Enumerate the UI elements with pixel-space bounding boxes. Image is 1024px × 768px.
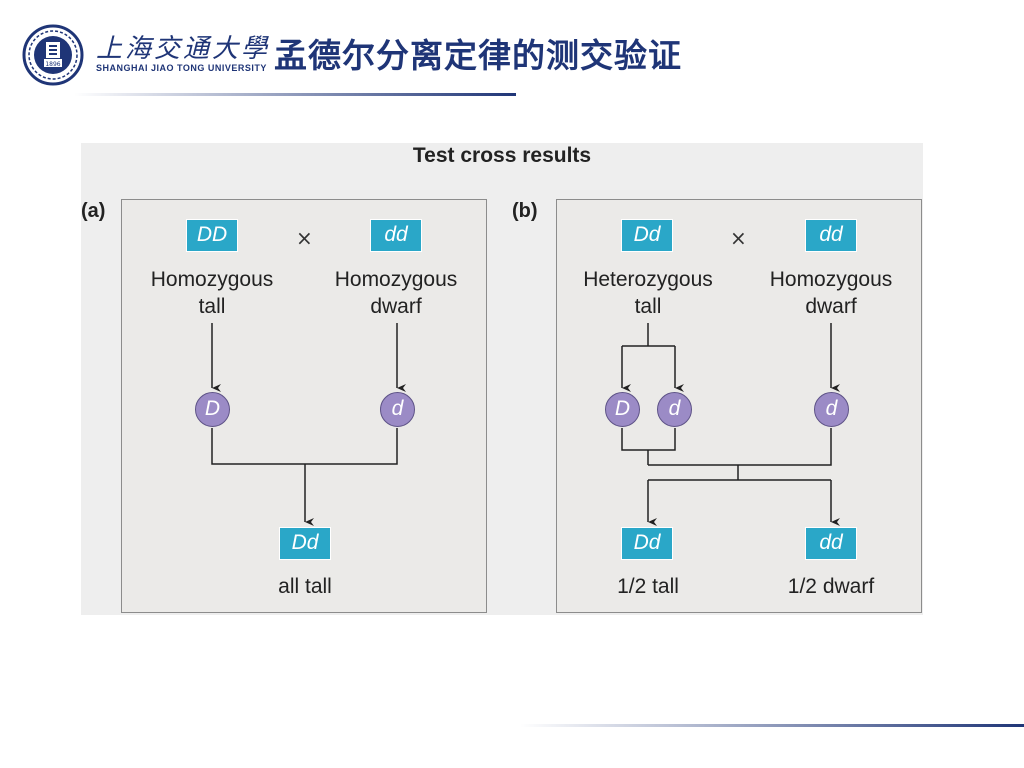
figure-title: Test cross results bbox=[412, 144, 592, 167]
line-a-gamete-join bbox=[211, 428, 398, 465]
gamete-a-D: D bbox=[195, 392, 230, 427]
label-a-parent2-line2: dwarf bbox=[370, 295, 422, 318]
cross-symbol-b: × bbox=[730, 226, 747, 250]
line-b-join bbox=[648, 428, 832, 466]
label-a-parent1-line2: tall bbox=[198, 295, 226, 318]
logo-english-name: SHANGHAI JIAO TONG UNIVERSITY bbox=[96, 63, 267, 73]
panel-a-label: (a) bbox=[81, 200, 106, 222]
cross-symbol-a: × bbox=[296, 226, 313, 250]
label-b-offspring2: 1/2 dwarf bbox=[787, 575, 875, 598]
panel-b-label: (b) bbox=[512, 200, 538, 222]
label-a-offspring: all tall bbox=[278, 575, 332, 598]
title-underline bbox=[74, 93, 516, 96]
label-b-parent2-line2: dwarf bbox=[805, 295, 857, 318]
genotype-box-b-offspring1: Dd bbox=[621, 527, 673, 560]
genotype-box-b-parent2: dd bbox=[805, 219, 857, 252]
university-logo: 1896 bbox=[22, 24, 84, 86]
label-b-parent1-line1: Heterozygous bbox=[583, 268, 713, 291]
gamete-b-d2: d bbox=[814, 392, 849, 427]
slide-title: 孟德尔分离定律的测交验证 bbox=[274, 36, 682, 75]
genotype-box-a-parent1: DD bbox=[186, 219, 238, 252]
logo-chinese-name: 上海交通大學 bbox=[96, 34, 271, 64]
label-b-parent2-line1: Homozygous bbox=[769, 268, 893, 291]
label-a-parent1-line1: Homozygous bbox=[150, 268, 274, 291]
genotype-box-b-offspring2: dd bbox=[805, 527, 857, 560]
gamete-a-d: d bbox=[380, 392, 415, 427]
gamete-b-D: D bbox=[605, 392, 640, 427]
genotype-box-a-parent2: dd bbox=[370, 219, 422, 252]
genotype-box-b-parent1: Dd bbox=[621, 219, 673, 252]
label-b-parent1-line2: tall bbox=[634, 295, 662, 318]
svg-text:1896: 1896 bbox=[45, 61, 60, 68]
gamete-b-d1: d bbox=[657, 392, 692, 427]
line-b-gamete-pair bbox=[621, 428, 676, 451]
genotype-box-a-offspring: Dd bbox=[279, 527, 331, 560]
footer-rule bbox=[520, 724, 1024, 727]
label-a-parent2-line1: Homozygous bbox=[334, 268, 458, 291]
label-b-offspring1: 1/2 tall bbox=[617, 575, 679, 598]
